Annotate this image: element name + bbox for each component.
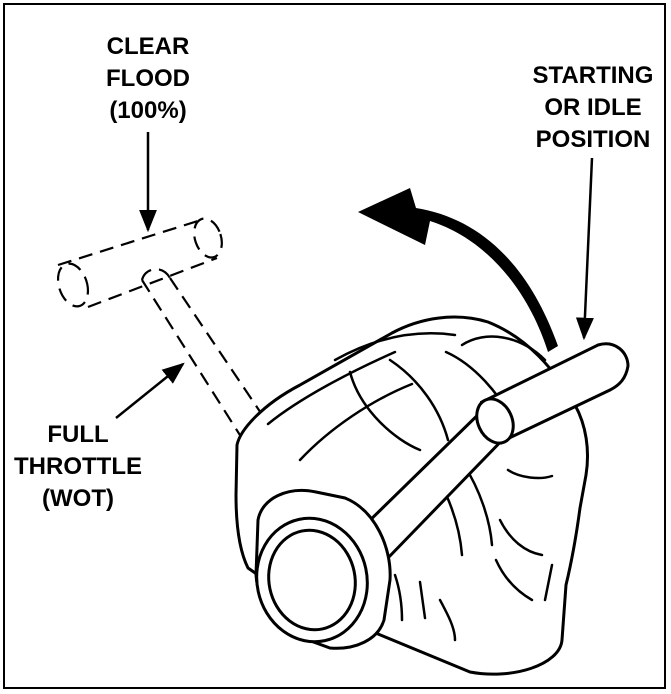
lever-handle-solid — [475, 342, 630, 445]
leader-arrow-starting-idle — [575, 157, 594, 341]
svg-text:OR IDLE: OR IDLE — [544, 94, 641, 121]
svg-text:CLEAR: CLEAR — [107, 33, 190, 60]
svg-text:(WOT): (WOT) — [42, 485, 114, 512]
svg-text:FULL: FULL — [47, 421, 108, 448]
housing-details — [266, 332, 554, 642]
rotation-arrow — [358, 188, 558, 352]
label-starting-idle: STARTING OR IDLE POSITION — [533, 62, 654, 153]
svg-text:(100%): (100%) — [109, 97, 186, 124]
svg-text:FLOOD: FLOOD — [106, 65, 190, 92]
svg-text:STARTING: STARTING — [533, 62, 654, 89]
svg-text:THROTTLE: THROTTLE — [14, 453, 142, 480]
svg-text:POSITION: POSITION — [536, 126, 651, 153]
leader-arrow-full-throttle — [115, 362, 185, 419]
front-hub — [254, 489, 392, 650]
label-full-throttle: FULL THROTTLE (WOT) — [14, 421, 142, 512]
label-clear-flood: CLEAR FLOOD (100%) — [106, 33, 190, 124]
